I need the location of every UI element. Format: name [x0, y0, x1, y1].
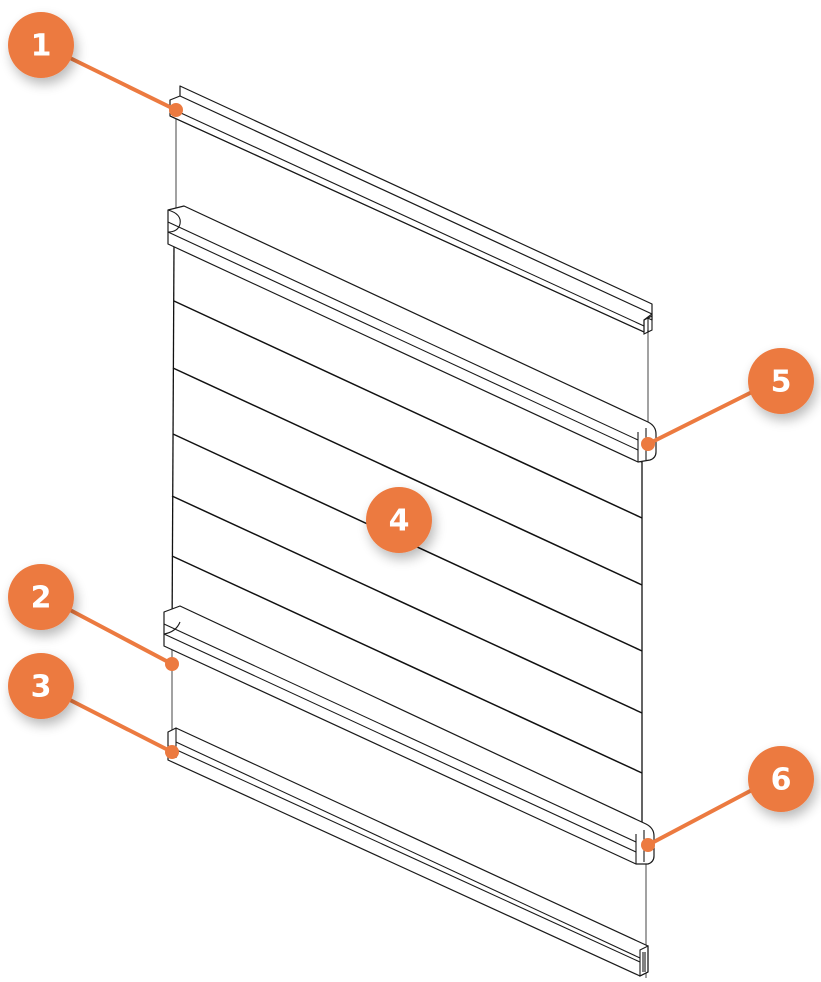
- bottom-rail: [167, 727, 649, 977]
- callout-3: 3: [8, 653, 179, 759]
- callout-4: 4: [366, 487, 432, 553]
- callout-2-anchor-dot: [165, 657, 179, 671]
- callout-2-number: 2: [31, 581, 52, 616]
- callout-6-badge: [748, 746, 814, 812]
- callout-6-number: 6: [771, 763, 792, 798]
- callout-4-number: 4: [389, 504, 410, 539]
- callout-6: 6: [641, 746, 814, 852]
- lower-weight-bar: [163, 605, 655, 865]
- callout-3-anchor-dot: [165, 745, 179, 759]
- callout-3-badge: [8, 653, 74, 719]
- callout-1-badge: [8, 12, 74, 78]
- callout-1-number: 1: [31, 29, 52, 64]
- callout-5-badge: [748, 348, 814, 414]
- callout-5-number: 5: [771, 365, 792, 400]
- callout-2-badge: [8, 564, 74, 630]
- callout-5: 5: [641, 348, 814, 451]
- callout-1-anchor-dot: [169, 103, 183, 117]
- callout-2: 2: [8, 564, 179, 671]
- callout-1: 1: [8, 12, 183, 117]
- callout-6-anchor-dot: [641, 838, 655, 852]
- top-headrail: [169, 85, 653, 335]
- callout-4-badge: [366, 487, 432, 553]
- callout-3-number: 3: [31, 670, 52, 705]
- callout-5-anchor-dot: [641, 437, 655, 451]
- upper-weight-bar: [167, 205, 657, 463]
- callouts: 1 2 3 4 5 6: [8, 12, 814, 852]
